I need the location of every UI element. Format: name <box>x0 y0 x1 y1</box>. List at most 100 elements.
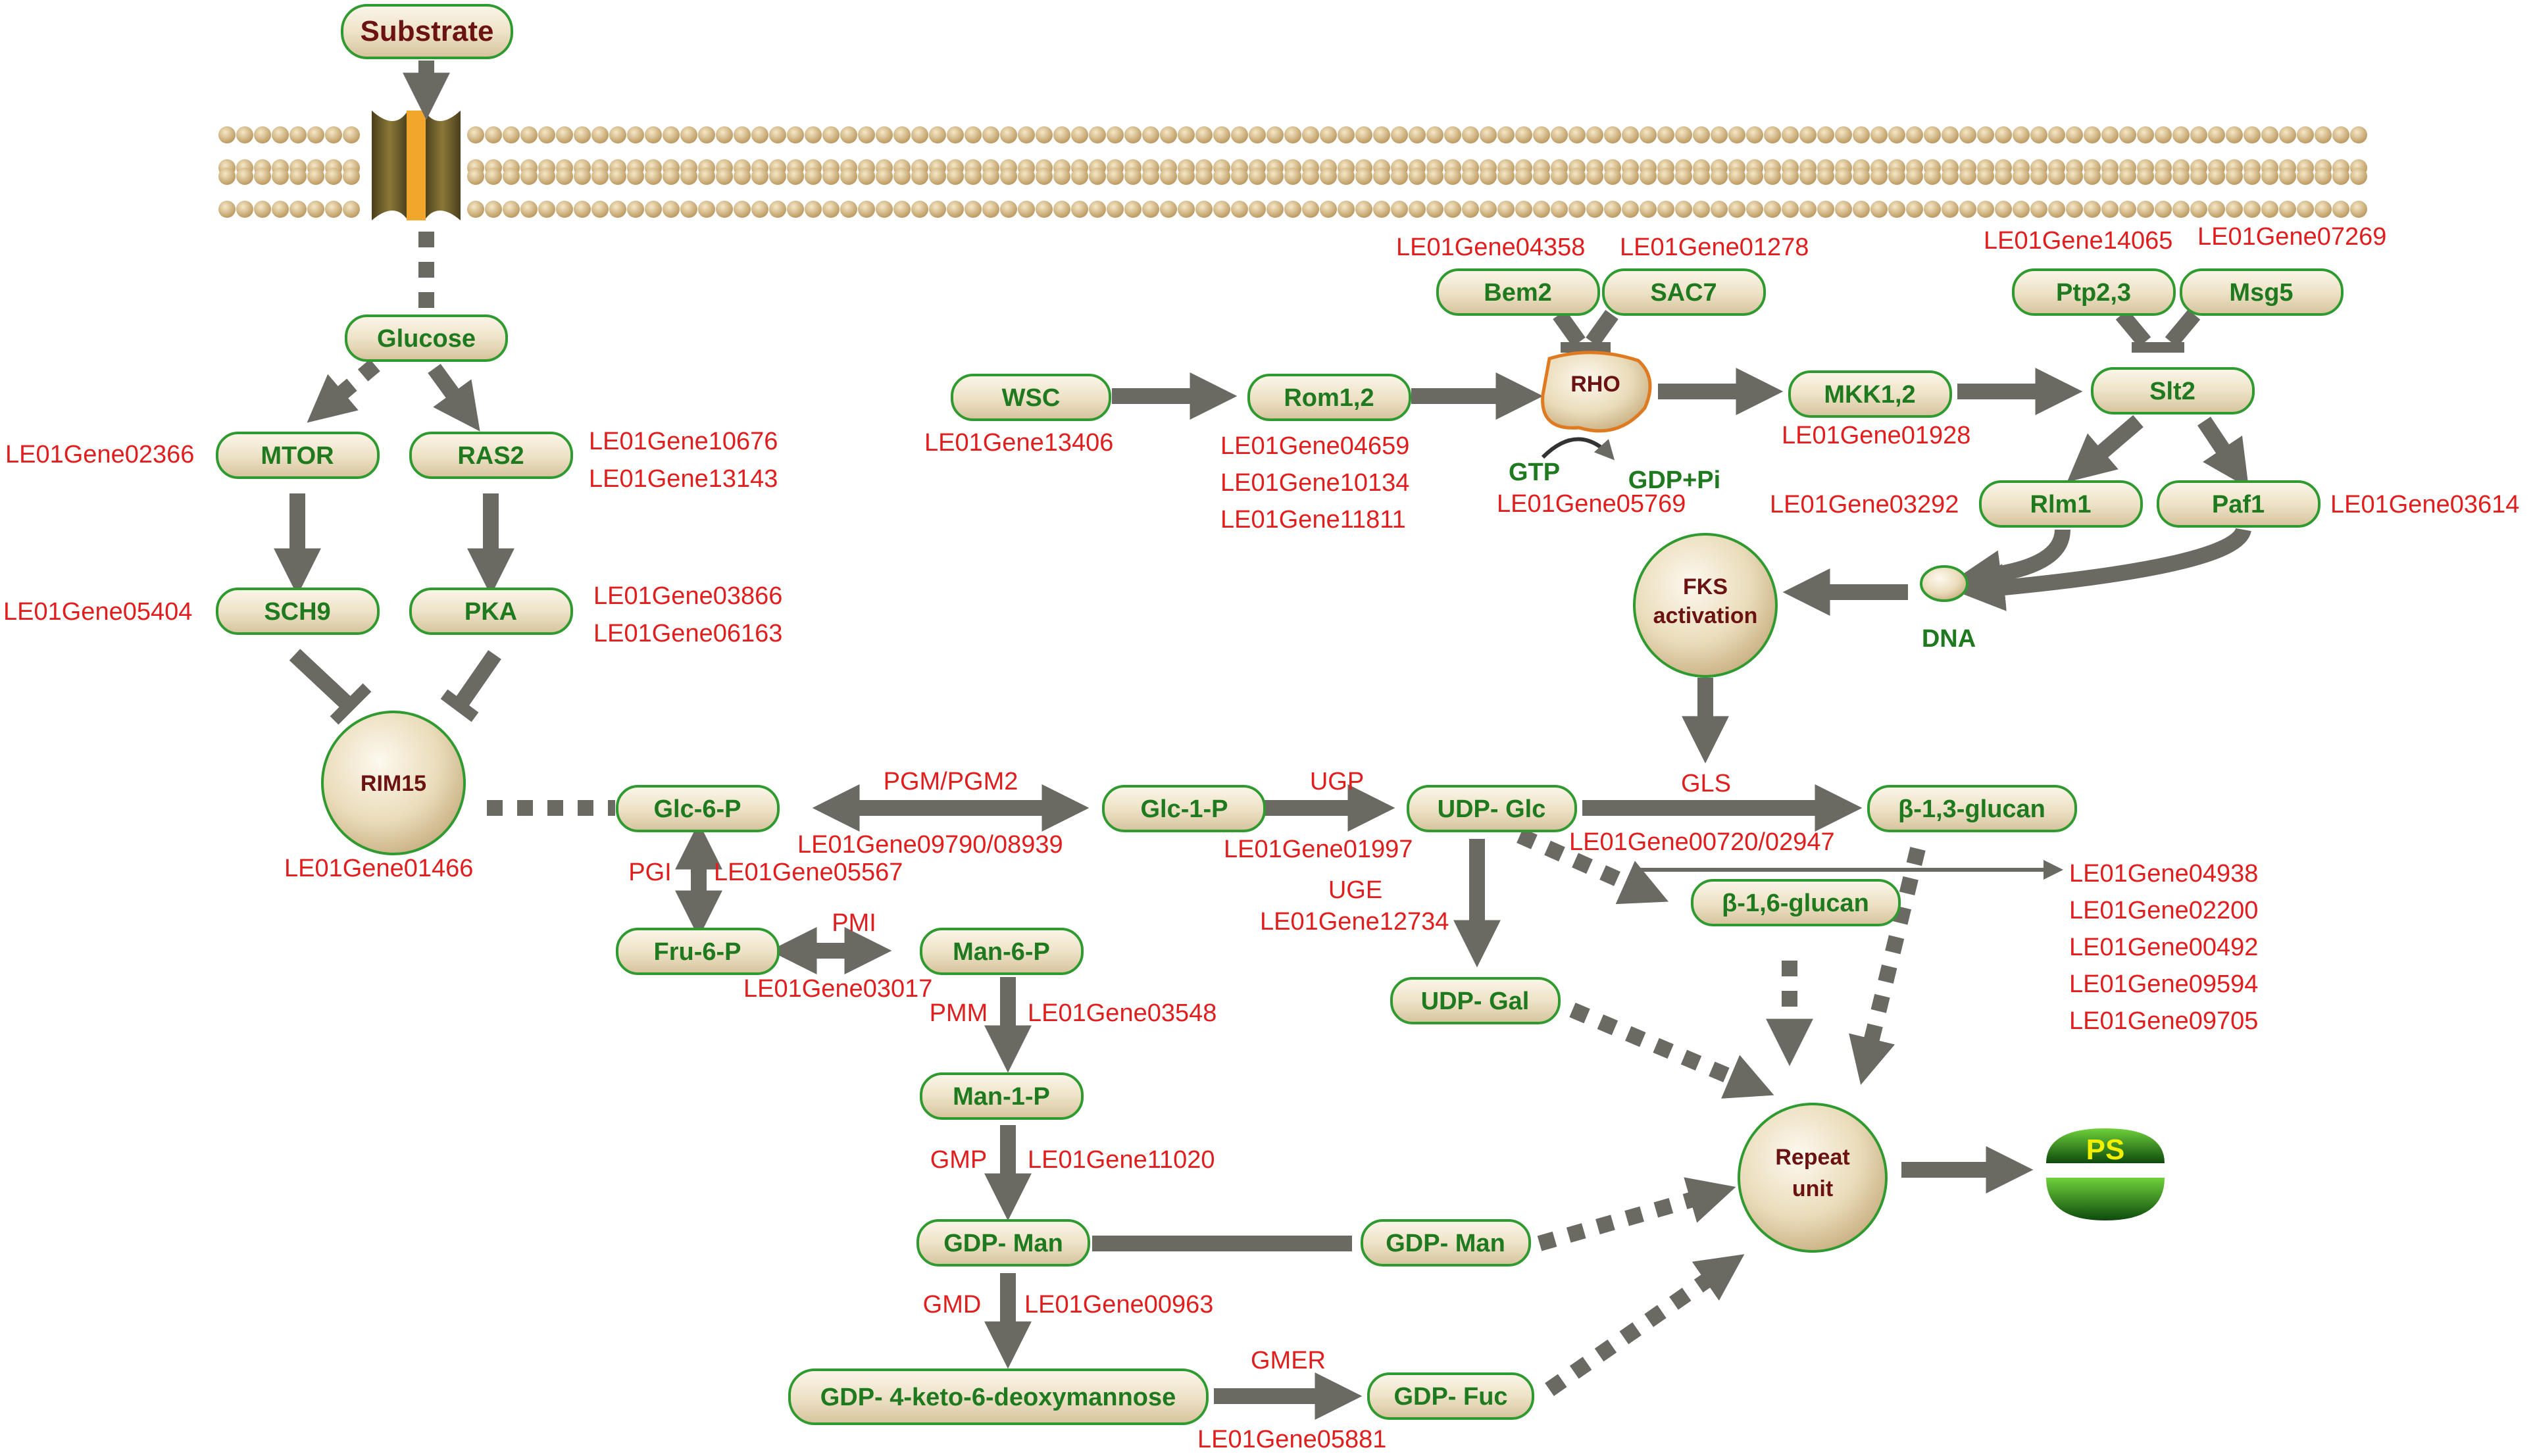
gdp-pi-label: GDP+Pi <box>1628 466 1720 494</box>
lipid-head <box>1515 126 1532 143</box>
lipid-head <box>2244 201 2261 218</box>
lipid-head <box>2048 168 2065 185</box>
lipid-head <box>822 126 840 143</box>
node-wsc: WSC <box>951 374 1111 421</box>
lipid-head <box>2244 168 2261 185</box>
lipid-head <box>1924 201 1941 218</box>
gene-rom-b: LE01Gene10134 <box>1220 469 1409 497</box>
lipid-head <box>1249 126 1266 143</box>
lipid-head <box>1622 201 1639 218</box>
node-beta-13-glucan: β-1,3-glucan <box>1867 785 2077 832</box>
lipid-head <box>947 168 964 185</box>
node-gdp-keto-deoxymannose: GDP- 4-keto-6-deoxymannose <box>788 1368 1209 1425</box>
gene-pka-a: LE01Gene03866 <box>593 582 782 610</box>
lipid-head <box>858 126 875 143</box>
lipid-head <box>1302 126 1319 143</box>
lipid-head <box>1089 126 1106 143</box>
lipid-head <box>272 126 289 143</box>
lipid-head <box>2315 126 2332 143</box>
lipid-head <box>556 126 573 143</box>
node-glucose: Glucose <box>345 314 508 362</box>
lipid-head <box>2261 168 2278 185</box>
lipid-head <box>1586 201 1603 218</box>
lipid-head <box>645 168 662 185</box>
lipid-head <box>556 168 573 185</box>
lipid-head <box>911 126 928 143</box>
gene-gmd: LE01Gene00963 <box>1024 1291 1213 1318</box>
lipid-head <box>325 201 342 218</box>
node-msg5: Msg5 <box>2180 268 2344 316</box>
lipid-head <box>1835 126 1852 143</box>
node-substrate: Substrate <box>341 4 513 59</box>
lipid-head <box>2101 168 2119 185</box>
lipid-head <box>1924 126 1941 143</box>
lipid-head <box>1995 201 2012 218</box>
lipid-head <box>1018 126 1035 143</box>
lipid-head <box>1497 126 1515 143</box>
lipid-head <box>1480 168 1497 185</box>
lipid-head <box>485 168 502 185</box>
lipid-head <box>1320 126 1337 143</box>
lipid-head <box>503 168 520 185</box>
lipid-head <box>1231 168 1248 185</box>
lipid-head <box>1693 126 1710 143</box>
lipid-head <box>1444 168 1461 185</box>
lipid-head <box>1853 168 1870 185</box>
enzyme-pgi: PGI <box>628 859 671 886</box>
lipid-head <box>1053 126 1070 143</box>
gene-b16-d: LE01Gene09594 <box>2069 970 2258 998</box>
lipid-head <box>1515 201 1532 218</box>
lipid-head <box>1053 168 1070 185</box>
lipid-head <box>218 168 236 185</box>
lipid-head <box>2297 201 2314 218</box>
lipid-head <box>2066 201 2083 218</box>
gene-gls: LE01Gene00720/02947 <box>1569 828 1835 856</box>
lipid-head <box>2244 126 2261 143</box>
lipid-head <box>734 126 751 143</box>
lipid-head <box>1693 201 1710 218</box>
lipid-head <box>2315 168 2332 185</box>
lipid-head <box>1071 201 1088 218</box>
node-gdp-man-2: GDP- Man <box>1361 1219 1531 1267</box>
svg-text:DNA: DNA <box>1922 625 1976 653</box>
lipid-head <box>307 201 324 218</box>
lipid-head <box>1000 168 1017 185</box>
lipid-head <box>2190 201 2207 218</box>
svg-text:β-1,6-glucan: β-1,6-glucan <box>1722 890 1869 917</box>
enzyme-pmm: PMM <box>930 999 988 1027</box>
node-gdp-man: GDP- Man <box>916 1219 1090 1267</box>
lipid-head <box>343 126 360 143</box>
lipid-head <box>1480 201 1497 218</box>
lipid-head <box>1853 201 1870 218</box>
gene-gmer: LE01Gene05881 <box>1197 1426 1386 1453</box>
lipid-head <box>698 126 715 143</box>
lipid-head <box>520 201 538 218</box>
lipid-head <box>1551 126 1568 143</box>
node-udp-glc: UDP- Glc <box>1407 785 1577 832</box>
lipid-head <box>289 201 307 218</box>
lipid-head <box>751 168 768 185</box>
svg-text:RIM15: RIM15 <box>361 771 426 796</box>
lipid-head <box>787 201 804 218</box>
lipid-head <box>2208 168 2225 185</box>
lipid-head <box>1497 201 1515 218</box>
lipid-head <box>1782 201 1799 218</box>
gene-paf1: LE01Gene03614 <box>2330 491 2519 518</box>
lipid-head <box>1409 168 1426 185</box>
lipid-head <box>1764 168 1781 185</box>
node-glc1p: Glc-1-P <box>1102 785 1266 832</box>
lipid-head <box>1835 201 1852 218</box>
svg-text:Repeat: Repeat <box>1775 1145 1849 1170</box>
lipid-head <box>698 201 715 218</box>
svg-text:GDP- Man: GDP- Man <box>1386 1230 1505 1257</box>
lipid-head <box>1160 201 1177 218</box>
lipid-head <box>272 201 289 218</box>
lipid-head <box>2350 201 2367 218</box>
lipid-head <box>2297 168 2314 185</box>
lipid-head <box>1888 201 1905 218</box>
lipid-head <box>1640 126 1657 143</box>
svg-text:Msg5: Msg5 <box>2229 279 2293 307</box>
lipid-head <box>947 126 964 143</box>
lipid-head <box>2155 126 2172 143</box>
lipid-head <box>1462 126 1479 143</box>
